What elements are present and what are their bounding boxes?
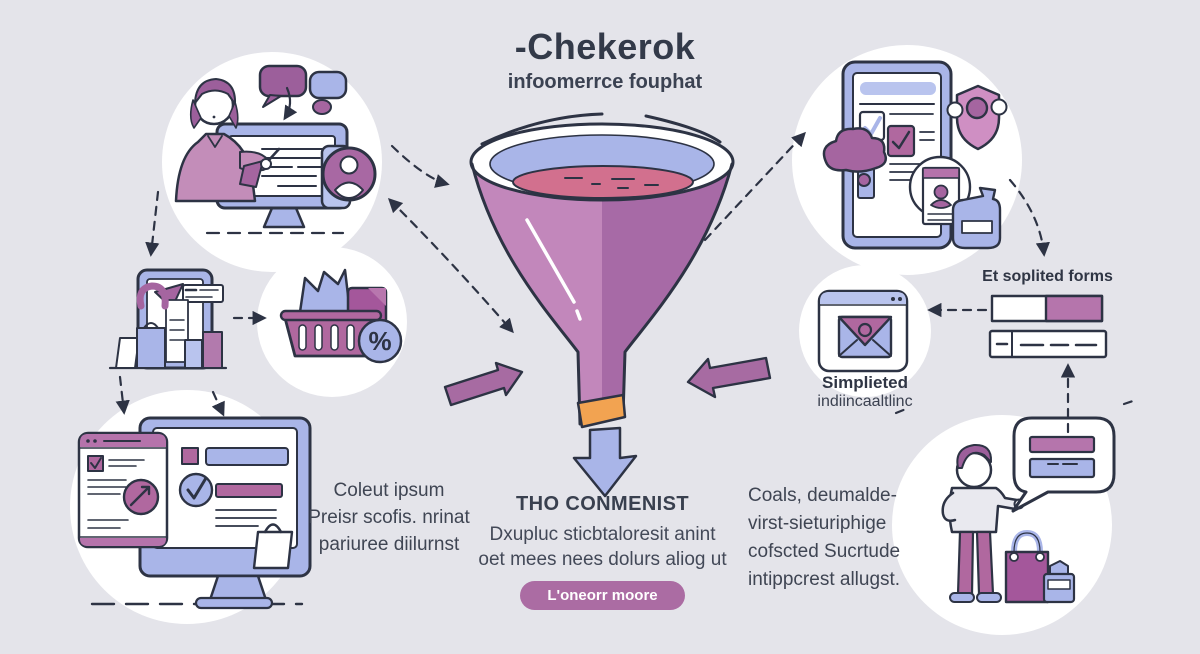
dashed-arrow: [390, 144, 450, 188]
shopping-bag-icon: [252, 523, 294, 570]
left-paragraph-line: Preisr scofis. nrinat: [308, 507, 470, 528]
center-line: Dxupluc sticbtaloresit anint: [489, 524, 716, 545]
right-paragraph: Coals, deumalde- virst-sieturiphige cofs…: [748, 482, 948, 594]
pouch-icon: [951, 186, 1002, 250]
form-bars: [988, 294, 1108, 359]
shopping-bag-icon: [1004, 530, 1050, 604]
monitor-icon: [138, 416, 312, 610]
bottom-left-illustration: [77, 416, 312, 610]
shopping-bag-icon: [115, 322, 223, 369]
shopping-basket-icon: [279, 309, 383, 358]
speech-bubble-icon: [182, 284, 224, 303]
jug-icon: [1042, 560, 1076, 604]
mid-left-illustration: [108, 268, 228, 370]
avatar-icon: [321, 146, 377, 202]
forms-heading: Et soplited forms: [982, 268, 1113, 285]
percent-symbol: %: [368, 326, 391, 356]
title-block: -Chekerok infoomerrce fouphat: [440, 26, 770, 94]
form-bar-icon: [990, 294, 1104, 323]
left-paragraph-line: pariuree diilurnst: [318, 534, 460, 555]
browser-window-icon: [77, 431, 169, 549]
id-card-icon: [908, 155, 972, 226]
person-icon: [174, 78, 281, 203]
bottom-right-illustration: [941, 416, 1116, 604]
email-envelope-icon: [837, 315, 893, 359]
dashed-connectors: [115, 131, 1138, 434]
right-paragraph-line: intippcrest allugst.: [748, 569, 901, 590]
dashed-tick: [1122, 398, 1138, 406]
person-icon: [941, 443, 1025, 603]
right-paragraph-line: virst-sieturiphige: [748, 513, 887, 534]
left-paragraph-line: Coleut ipsum: [333, 480, 445, 501]
email-illustration: [817, 289, 909, 373]
shield-icon: [946, 84, 1008, 151]
checkbox-icon: [87, 455, 104, 472]
dashed-arrow: [703, 131, 806, 242]
dashed-arrow: [1008, 178, 1050, 257]
top-left-illustration: [174, 64, 377, 235]
flow-arrow-right-icon: [686, 356, 772, 399]
small-arrow: [283, 86, 298, 121]
form-bar-icon: [988, 329, 1108, 359]
page-subtitle: infoomerrce fouphat: [507, 71, 703, 93]
speech-bubble-icon: [258, 64, 348, 121]
top-right-illustration: [822, 60, 1008, 250]
checkmark-icon: [178, 472, 214, 508]
dashed-arrow: [387, 197, 514, 334]
basket-illustration: %: [279, 268, 403, 364]
cloud-icon: [822, 127, 887, 187]
dashed-tick: [894, 407, 908, 415]
speech-bubble-icon: [1011, 416, 1116, 513]
email-heading: Simplieted: [822, 373, 908, 392]
handle-icon: [136, 282, 169, 310]
center-block: THO CONMENIST Dxupluc sticbtaloresit ani…: [460, 493, 745, 610]
percent-badge-icon: %: [357, 318, 403, 364]
funnel-icon: [469, 112, 735, 429]
checked-square-icon: [886, 124, 916, 158]
dashed-arrow: [211, 390, 225, 417]
dashed-arrow: [145, 190, 160, 257]
liquid: [512, 165, 694, 199]
down-arrow-icon: [572, 426, 638, 498]
trend-circle-icon: [122, 478, 160, 516]
center-heading: THO CONMENIST: [516, 493, 689, 515]
page-title: -Chekerok: [514, 26, 696, 67]
learn-more-button[interactable]: L'oneorr moore: [520, 581, 685, 610]
flow-arrow-left-icon: [443, 361, 524, 407]
funnel-tip: [576, 393, 627, 429]
center-line: oet mees nees dolurs aliog ut: [478, 549, 727, 570]
right-paragraph-line: Coals, deumalde-: [748, 485, 897, 506]
dashed-arrow: [115, 375, 130, 415]
left-paragraph: Coleut ipsum Preisr scofis. nrinat pariu…: [298, 477, 480, 558]
right-paragraph-line: cofscted Sucrtude: [748, 541, 901, 562]
email-subheading: indiincaaltlinc: [817, 393, 913, 410]
